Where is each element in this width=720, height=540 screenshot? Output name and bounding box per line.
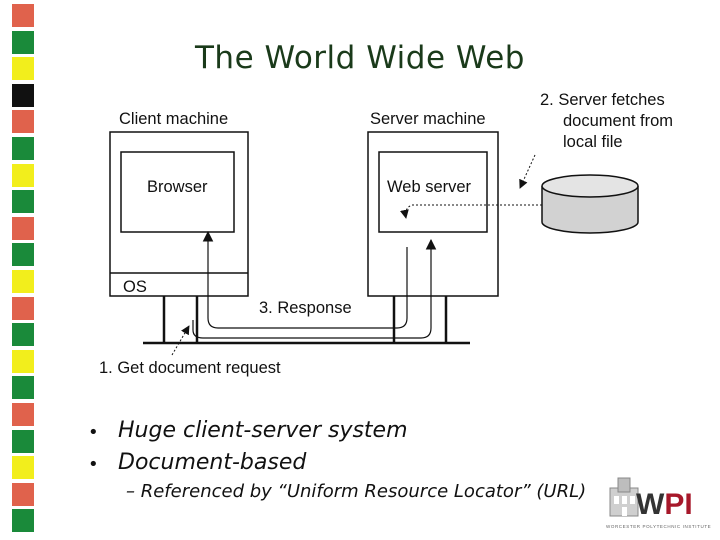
bullet-marker: •: [88, 422, 99, 443]
slide-title: The World Wide Web: [195, 40, 525, 76]
strip-square: [12, 456, 34, 480]
strip-square: [12, 349, 34, 373]
browser-box: [120, 151, 235, 233]
web-server-box: [378, 151, 488, 233]
server-machine-label: Server machine: [370, 110, 486, 128]
web-server-label: Web server: [387, 178, 472, 196]
bullet-text: Document-based: [118, 450, 307, 475]
strip-square: [12, 296, 34, 320]
strip-square: [12, 163, 34, 187]
client-machine-label: Client machine: [119, 110, 228, 128]
request-path: [192, 238, 437, 339]
fetch-pointer: [519, 154, 536, 189]
fetch-label-line-2: document from: [563, 112, 673, 130]
os-label: OS: [123, 278, 147, 296]
strip-square: [12, 137, 34, 160]
response-path: [202, 230, 408, 329]
strip-square: [12, 190, 34, 214]
strip-square: [12, 270, 34, 293]
strip-square: [12, 482, 34, 506]
fetch-label-line-1: 2. Server fetches: [540, 91, 665, 109]
strip-square: [12, 57, 34, 81]
strip-square: [12, 30, 34, 54]
sub-bullet-text: – Referenced by “Uniform Resource Locato…: [126, 481, 587, 502]
server-machine-box: [367, 131, 499, 297]
strip-square: [12, 4, 34, 27]
browser-label: Browser: [147, 178, 208, 196]
strip-square: [12, 110, 34, 134]
request-pointer: [171, 325, 190, 356]
strip-square: [12, 403, 34, 426]
strip-square: [12, 323, 34, 347]
bullet-marker: •: [88, 454, 99, 475]
fetch-label-line-3: local file: [563, 133, 623, 151]
strip-square: [12, 83, 34, 107]
strip-square: [12, 216, 34, 240]
strip-square: [12, 376, 34, 400]
left-color-strip: [0, 0, 40, 540]
www-diagram: Client machine Server machine Browser We…: [99, 91, 673, 377]
client-machine-box: [109, 131, 249, 297]
wpi-logo-tagline: WORCESTER POLYTECHNIC INSTITUTE: [606, 524, 712, 529]
response-label: 3. Response: [259, 299, 352, 317]
request-label: 1. Get document request: [99, 359, 281, 377]
wpi-emblem-icon: [609, 477, 639, 517]
disk-icon: [541, 174, 639, 234]
wpi-logo-text: WPI: [636, 488, 693, 521]
strip-square: [12, 243, 34, 267]
bullet-text: Huge client-server system: [118, 418, 408, 443]
strip-square: [12, 429, 34, 453]
strip-square: [12, 509, 34, 533]
fetch-connector: [400, 204, 542, 219]
wpi-logo: WPI WORCESTER POLYTECHNIC INSTITUTE: [600, 470, 712, 534]
